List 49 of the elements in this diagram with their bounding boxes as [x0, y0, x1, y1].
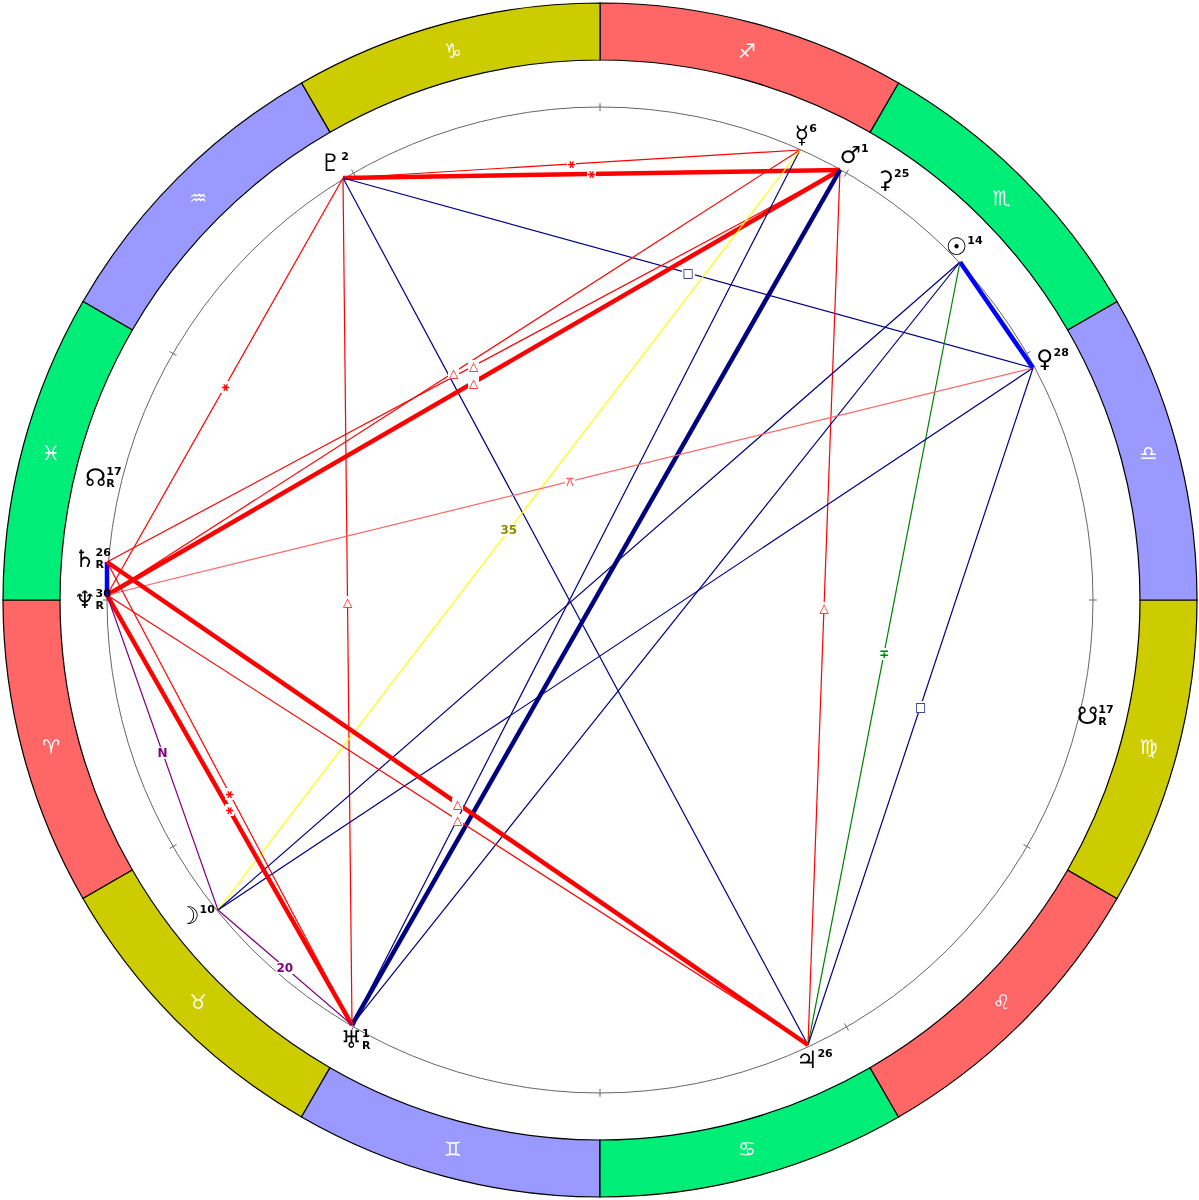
aspect-symbol: ⚹ — [587, 168, 596, 180]
aspect-symbol: ⚹ — [225, 787, 234, 800]
aspect-line — [217, 261, 961, 911]
point-label: ⚳$^{25}$ — [875, 165, 911, 195]
aspect-symbol: □ — [681, 267, 695, 279]
aspect-line — [351, 261, 961, 1026]
aspect-symbol: △ — [452, 814, 464, 826]
planet-label: ♃$^{26}$ — [792, 1045, 836, 1075]
zodiac-sign: ♋ — [738, 1138, 756, 1159]
aspect-symbol: ⚹ — [220, 380, 230, 393]
aspect-symbol: ∓ — [878, 647, 891, 660]
aspect-symbol: ⚹ — [225, 804, 234, 816]
planet-label: ☽$^{10}$ — [175, 901, 218, 931]
aspect-line — [106, 594, 219, 911]
aspect-line — [217, 367, 1034, 911]
aspect-line — [807, 367, 1034, 1046]
aspect-symbol: △ — [468, 360, 480, 372]
aspect-symbol: △ — [448, 366, 460, 379]
zodiac-sign: ♓ — [42, 443, 61, 463]
aspect-symbol: ⚻ — [565, 475, 575, 488]
zodiac-sign: ♐ — [738, 41, 756, 62]
zodiac-sign: ♉ — [189, 991, 208, 1012]
zodiac-sign: ♒ — [189, 188, 208, 209]
aspect-symbol: □ — [914, 700, 928, 713]
zodiac-sign: ♏ — [992, 188, 1011, 209]
planet-label: ♂$^{1}$ — [836, 140, 872, 170]
zodiac-sign: ♊ — [444, 1138, 462, 1159]
aspect-symbol: △ — [818, 601, 830, 614]
aspect-line — [217, 909, 353, 1026]
planet-label: ☿$^{6}$ — [791, 120, 820, 150]
aspect-symbol: △ — [342, 595, 354, 608]
aspect-symbol: △ — [468, 376, 480, 389]
aspect-line — [217, 149, 801, 911]
aspect-symbol: ⚹ — [567, 158, 576, 170]
aspect-symbol: 20 — [275, 961, 295, 974]
aspect-line — [104, 562, 110, 595]
planet-label: ♀$^{28}$ — [1033, 344, 1072, 374]
aspect-symbol: N — [156, 746, 169, 759]
zodiac-sign: ♌ — [992, 991, 1011, 1012]
zodiac-sign: ♎ — [1139, 443, 1158, 463]
zodiac-sign: ♍ — [1139, 737, 1158, 757]
zodiac-sign: ♑ — [444, 41, 462, 62]
aspect-line — [958, 260, 1035, 370]
planet-label: ♇$^{2}$ — [316, 148, 352, 178]
aspect-symbol: 35 — [499, 524, 519, 536]
zodiac-sign: ♈ — [42, 737, 61, 757]
aspect-symbol: △ — [452, 797, 464, 810]
aspect-line — [342, 167, 841, 181]
planet-label: ☉$^{14}$ — [942, 232, 986, 262]
